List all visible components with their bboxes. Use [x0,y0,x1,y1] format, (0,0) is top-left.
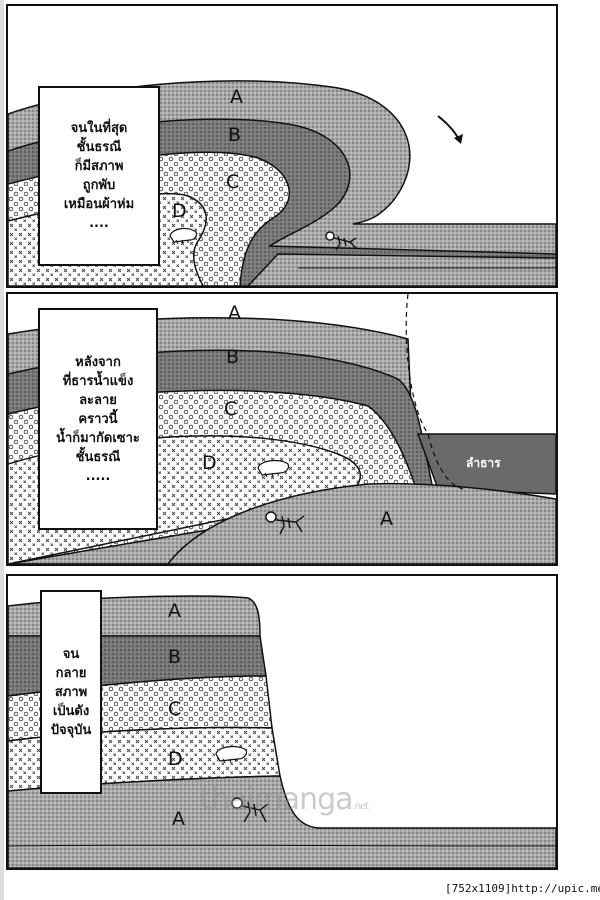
layer-label-a-lower: A [380,508,393,530]
caption-line: เป็นดัง [52,703,90,719]
caption-line: ถูกพับ [82,178,116,193]
caption-line: น้ำก็มากัดเซาะ [56,430,140,446]
layer-label-a-lower: A [172,808,185,830]
layer-label-b: B [168,646,182,668]
caption-line: คราวนี้ [78,411,118,427]
layer-label-b: B [228,124,242,146]
layer-label-c: C [224,398,238,420]
dinosaur-skull-icon [257,459,290,478]
layer-label-a: A [228,302,241,324]
caption-line: ละลาย [79,392,117,408]
lower-layer-a [167,482,556,564]
caption-line: ..... [85,468,111,484]
caption-box-2: หลังจาก ที่ธารน้ำแข็ง ละลาย คราวนี้ น้ำก… [38,308,158,530]
layer-label-b: B [226,346,240,368]
layer-label-a: A [230,86,243,108]
layer-label-d: D [202,452,217,474]
layer-label-d: D [168,748,183,770]
layer-label-c: C [226,171,240,193]
caption-line: .... [89,216,109,231]
watermark-suffix: .net [352,801,370,812]
caption-box-1: จนในที่สุด ชั้นธรณี ก็มีสภาพ ถูกพับ เหมื… [38,86,160,266]
layer-label-c: C [168,698,182,720]
caption-line: เหมือนผ้าห่ม [63,197,135,212]
caption-line: หลังจาก [75,354,121,370]
scan-tag: [752x1109]http://upic.me/ [445,882,600,895]
caption-line: กลาย [55,665,87,681]
caption-line: จนในที่สุด [70,121,128,136]
skeleton-icon [231,797,269,823]
lower-layer [246,253,556,286]
page-edge [0,0,4,900]
skeleton-icon [325,231,357,251]
layer-label-d: D [172,200,187,222]
river [416,433,556,495]
caption-line: สภาพ [54,684,88,700]
dinosaur-skull-icon [215,745,248,764]
watermark-main: thaimanga [200,782,354,817]
watermark: thaimanga.net [200,782,370,817]
panel-2: หลังจาก ที่ธารน้ำแข็ง ละลาย คราวนี้ น้ำก… [6,292,558,566]
caption-line: ที่ธารน้ำแข็ง [62,373,134,389]
dinosaur-skull-icon [169,227,198,245]
caption-line: ชั้นธรณี [75,449,121,465]
caption-line: จน [62,646,80,662]
layer-label-a: A [168,600,181,622]
caption-line: ปัจจุบัน [50,722,92,738]
skeleton-icon [265,511,305,535]
panel-1: จนในที่สุด ชั้นธรณี ก็มีสภาพ ถูกพับ เหมื… [6,4,558,288]
river-label: ลำธาร [466,456,501,470]
caption-line: ก็มีสภาพ [74,159,124,174]
caption-box-3: จน กลาย สภาพ เป็นดัง ปัจจุบัน [40,590,102,794]
panel-3: จน กลาย สภาพ เป็นดัง ปัจจุบัน A B C D A [6,574,558,870]
caption-line: ชั้นธรณี [76,140,122,155]
